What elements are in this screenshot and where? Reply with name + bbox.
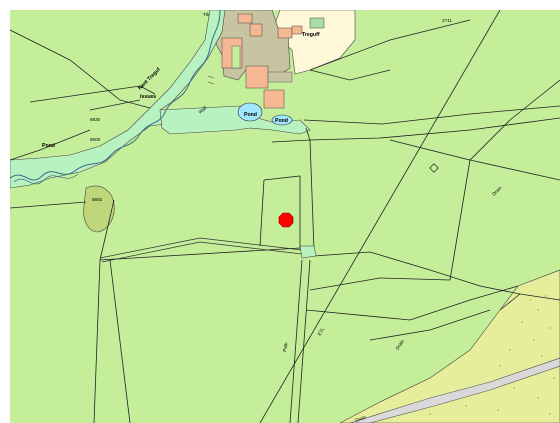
track-junction bbox=[299, 245, 317, 259]
label-pond-3: Pond bbox=[42, 143, 55, 149]
label-drain-1: Drain bbox=[491, 185, 503, 197]
building-green bbox=[309, 17, 325, 29]
stream-line bbox=[10, 10, 221, 181]
site-marker-icon[interactable] bbox=[278, 212, 294, 228]
stream-line-2 bbox=[13, 173, 79, 185]
track-edge-1 bbox=[99, 237, 303, 259]
building bbox=[263, 89, 285, 109]
pond-1 bbox=[237, 102, 263, 122]
building bbox=[277, 27, 293, 39]
building bbox=[249, 23, 263, 37]
building bbox=[291, 25, 303, 35]
building-yard bbox=[231, 45, 241, 69]
label-treguff: Treguff bbox=[302, 32, 320, 38]
lane bbox=[349, 357, 560, 423]
pond-2 bbox=[271, 114, 293, 126]
label-8830: 8830 bbox=[90, 117, 101, 122]
track-edge-2 bbox=[101, 241, 303, 263]
label-pond-1: Pond bbox=[244, 112, 257, 118]
label-path: Path bbox=[282, 342, 289, 353]
map-canvas[interactable]: Treguff 2711 Pond Pond Pond 8830 8600 88… bbox=[10, 10, 560, 423]
label-issues: Issues bbox=[140, 94, 156, 100]
building bbox=[267, 71, 293, 83]
building bbox=[237, 13, 253, 24]
label-8600: 8600 bbox=[90, 137, 101, 142]
copse-8892 bbox=[83, 185, 115, 233]
pylon-icon bbox=[429, 163, 439, 173]
building bbox=[245, 65, 269, 89]
label-trk: Trk bbox=[203, 12, 210, 17]
label-pond-2: Pond bbox=[275, 118, 288, 124]
label-2711: 2711 bbox=[442, 18, 452, 23]
map-frame: Treguff 2711 Pond Pond Pond 8830 8600 88… bbox=[10, 10, 560, 423]
stream-corridor bbox=[10, 10, 226, 189]
label-drain-2: Drain bbox=[395, 338, 406, 350]
label-wall: Wall bbox=[197, 105, 207, 114]
bank-marks bbox=[207, 75, 215, 85]
etl-line bbox=[259, 10, 501, 423]
label-8892: 8892 bbox=[92, 197, 103, 202]
label-drain-3: Drain bbox=[355, 414, 367, 423]
label-etl: ETL bbox=[317, 326, 326, 336]
